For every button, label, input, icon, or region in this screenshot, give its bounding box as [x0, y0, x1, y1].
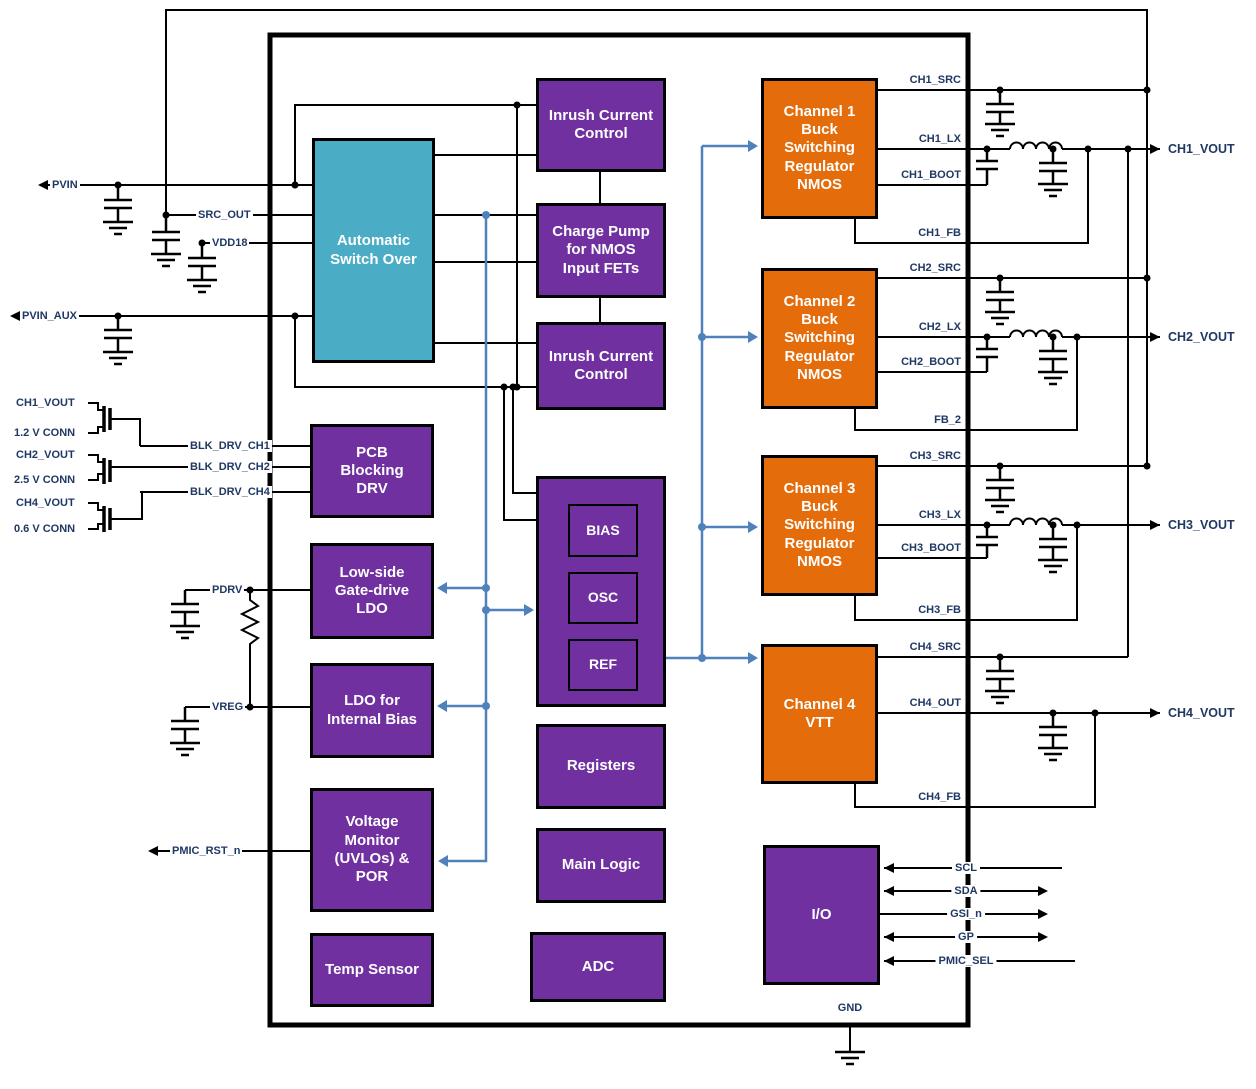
net-label-blk-drv-ch4: BLK_DRV_CH4 — [188, 486, 272, 498]
block-channel1-buck: Channel 1 Buck Switching Regulator NMOS — [761, 78, 878, 219]
net-label-0v6-conn: 0.6 V CONN — [12, 523, 78, 535]
inductor-icon — [1009, 141, 1063, 526]
net-label-vdd18: VDD18 — [210, 237, 250, 249]
pin-label-ch2-src: CH2_SRC — [907, 262, 963, 274]
io-label-sda: SDA — [951, 885, 981, 897]
net-label-src-out: SRC_OUT — [196, 209, 253, 221]
net-label-pvin-aux: PVIN_AUX — [20, 310, 80, 322]
net-label-pdrv: PDRV — [210, 584, 245, 596]
net-label-ch2-vout-left: CH2_VOUT — [14, 449, 77, 461]
gnd-label: GND — [834, 1002, 866, 1014]
block-ldo-internal-bias: LDO for Internal Bias — [310, 663, 434, 758]
block-bias-osc-ref: BIAS OSC REF — [536, 476, 666, 707]
block-bias: BIAS — [568, 504, 638, 557]
output-label-ch4-vout: CH4_VOUT — [1168, 706, 1235, 720]
pin-label-ch1-lx: CH1_LX — [916, 133, 963, 145]
output-label-ch2-vout: CH2_VOUT — [1168, 330, 1235, 344]
block-automatic-switch-over: Automatic Switch Over — [312, 138, 435, 363]
block-inrush-current-control-1: Inrush Current Control — [536, 78, 666, 172]
black-arrowheads — [10, 144, 1160, 966]
pin-label-ch2-lx: CH2_LX — [916, 321, 963, 333]
pin-label-fb-2: FB_2 — [932, 414, 963, 426]
pin-label-ch4-src: CH4_SRC — [907, 641, 963, 653]
pin-label-ch2-boot: CH2_BOOT — [899, 356, 963, 368]
block-adc: ADC — [530, 932, 666, 1002]
pin-label-ch1-src: CH1_SRC — [907, 74, 963, 86]
block-channel4-vtt: Channel 4 VTT — [761, 644, 878, 784]
net-label-pmic-rst-n: PMIC_RST_n — [170, 845, 243, 857]
net-label-ch4-vout-left: CH4_VOUT — [14, 497, 77, 509]
net-label-blk-drv-ch2: BLK_DRV_CH2 — [188, 461, 272, 473]
block-registers: Registers — [536, 724, 666, 809]
ic-boundary — [267, 32, 971, 1028]
block-pcb-blocking-drv: PCB Blocking DRV — [310, 424, 434, 518]
nmos-icon — [88, 492, 143, 532]
blue-junction-dots — [482, 211, 706, 710]
blue-control-wires — [443, 144, 752, 863]
pin-label-ch3-fb: CH3_FB — [916, 604, 963, 616]
block-charge-pump: Charge Pump for NMOS Input FETs — [536, 203, 666, 298]
block-ref: REF — [568, 639, 638, 691]
net-label-vreg: VREG — [210, 701, 246, 713]
block-temp-sensor: Temp Sensor — [310, 933, 434, 1007]
junction-dots — [114, 86, 1151, 717]
pin-label-ch1-boot: CH1_BOOT — [899, 169, 963, 181]
net-label-ch1-vout-left: CH1_VOUT — [14, 397, 77, 409]
pin-label-ch3-boot: CH3_BOOT — [899, 542, 963, 554]
block-osc: OSC — [568, 572, 638, 624]
block-main-logic: Main Logic — [536, 828, 666, 903]
output-label-ch3-vout: CH3_VOUT — [1168, 518, 1235, 532]
io-label-scl: SCL — [952, 862, 980, 874]
block-channel3-buck: Channel 3 Buck Switching Regulator NMOS — [761, 455, 878, 596]
io-label-gsi-n: GSI_n — [947, 908, 985, 920]
pin-label-ch3-src: CH3_SRC — [907, 450, 963, 462]
net-label-1v2-conn: 1.2 V CONN — [12, 427, 78, 439]
pin-label-ch1-fb: CH1_FB — [916, 227, 963, 239]
block-io: I/O — [763, 845, 880, 985]
block-channel2-buck: Channel 2 Buck Switching Regulator NMOS — [761, 268, 878, 409]
capacitor-ground-icons — [103, 90, 1068, 1066]
pin-label-ch4-out: CH4_OUT — [907, 697, 963, 709]
pin-label-ch3-lx: CH3_LX — [916, 509, 963, 521]
blue-arrowheads — [437, 140, 758, 867]
block-voltage-monitor-por: Voltage Monitor (UVLOs) & POR — [310, 788, 434, 912]
net-label-blk-drv-ch1: BLK_DRV_CH1 — [188, 440, 272, 452]
resistor-icon — [239, 590, 261, 707]
io-label-pmic-sel: PMIC_SEL — [935, 955, 997, 967]
net-label-2v5-conn: 2.5 V CONN — [12, 474, 78, 486]
output-label-ch1-vout: CH1_VOUT — [1168, 142, 1235, 156]
nmos-icon — [88, 402, 141, 446]
block-low-side-gate-drive-ldo: Low-side Gate-drive LDO — [310, 543, 434, 639]
net-label-pvin: PVIN — [50, 179, 80, 191]
nmos-icon — [88, 454, 140, 484]
io-label-gp: GP — [955, 931, 977, 943]
pin-label-ch4-fb: CH4_FB — [916, 791, 963, 803]
block-inrush-current-control-2: Inrush Current Control — [536, 322, 666, 410]
